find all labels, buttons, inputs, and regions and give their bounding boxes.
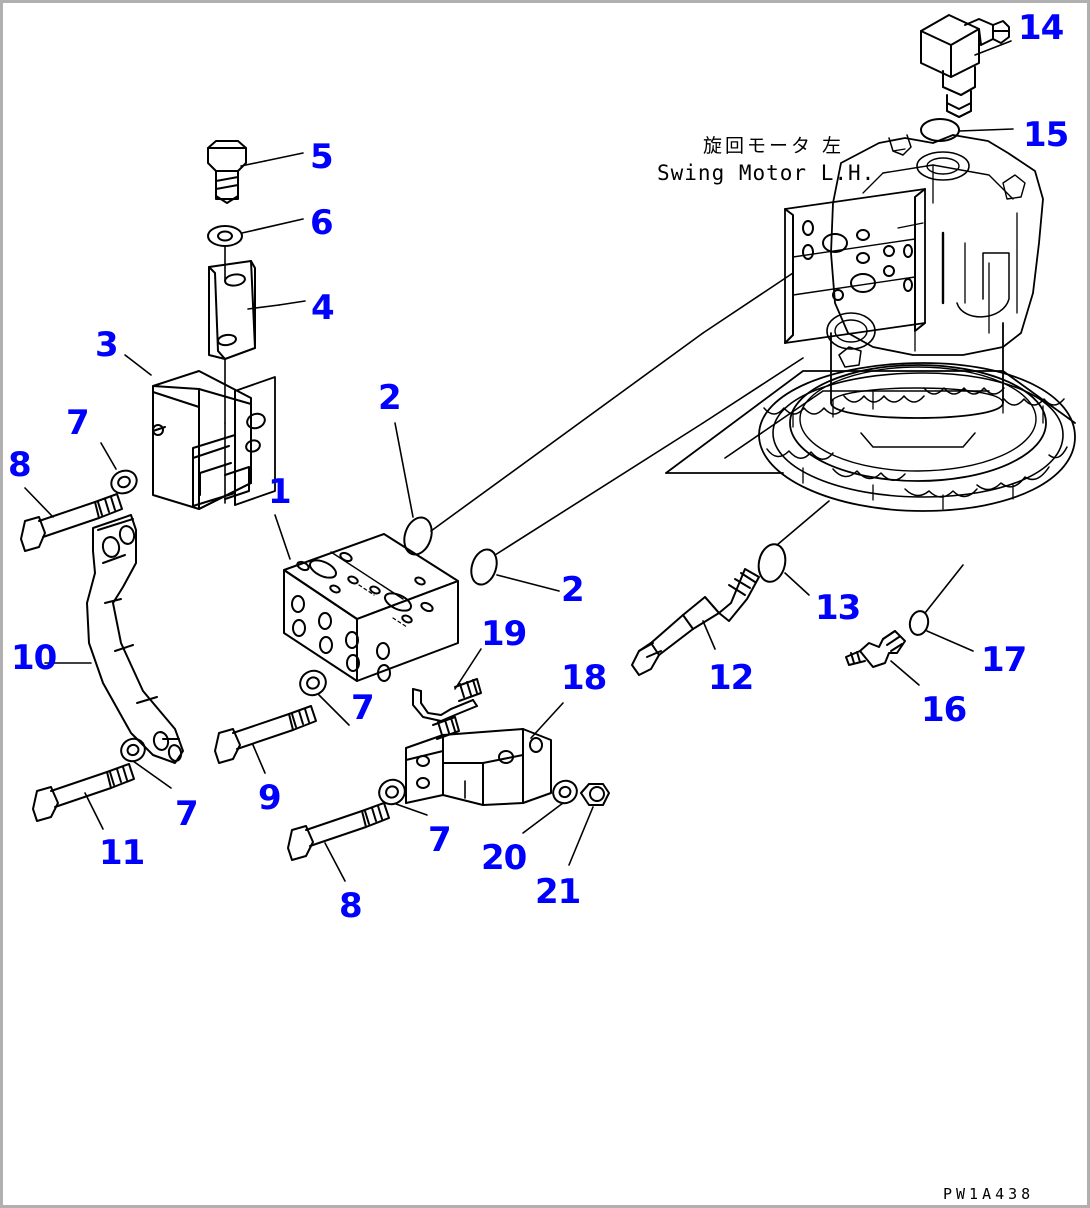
callout-8-bolt: 8	[8, 445, 32, 485]
leader-21	[568, 806, 594, 866]
callout-14-elbow-fitting: 14	[1018, 8, 1064, 48]
long-bracket-10	[86, 514, 184, 764]
leader-15	[958, 128, 1014, 132]
washer-7-b	[120, 737, 146, 763]
callout-11-bolt: 11	[99, 833, 145, 873]
callout-12-connector-nipple: 12	[708, 658, 754, 698]
callout-17-o-ring: 17	[981, 640, 1027, 680]
swing-motor-assembly	[665, 134, 1076, 512]
bolt-5	[207, 140, 247, 204]
callout-5-bolt-top: 5	[310, 137, 334, 177]
leader-13-b	[776, 500, 830, 546]
callout-9-bolt: 9	[258, 778, 282, 818]
caption-japanese: 旋回モータ 左	[703, 135, 845, 157]
o-ring-2-upper	[403, 516, 433, 556]
callout-18-l-bracket: 18	[561, 658, 607, 698]
leader-7-d	[395, 803, 428, 816]
leader-7-b	[132, 760, 172, 789]
callout-19-u-clamp: 19	[481, 614, 527, 654]
washer-20	[552, 779, 578, 805]
callout-20-washer: 20	[481, 838, 527, 878]
l-bracket-18	[405, 728, 552, 806]
leader-20	[522, 802, 564, 834]
leader-8-a	[24, 487, 54, 518]
leader-9	[252, 744, 266, 774]
leader-16	[890, 660, 920, 686]
leader-17	[926, 630, 974, 652]
bolt-11	[32, 763, 135, 822]
leader-3	[124, 354, 152, 376]
callout-7-washer: 7	[351, 688, 375, 728]
connector-line-lower-2	[702, 357, 804, 424]
callout-3-bracket-housing: 3	[95, 325, 119, 365]
washer-7-a	[110, 469, 138, 495]
callout-2-o-ring-lower: 2	[561, 570, 585, 610]
connector-nipple-12	[631, 568, 760, 676]
callout-6-washer-top: 6	[310, 203, 334, 243]
bracket-housing-3	[152, 370, 276, 510]
callout-1-valve-block: 1	[268, 472, 292, 512]
leader-4	[278, 300, 306, 306]
o-ring-15	[920, 118, 960, 142]
leader-12	[702, 620, 716, 650]
small-fitting-16	[845, 630, 906, 668]
leader-2-lower	[496, 574, 560, 592]
callout-7-washer: 7	[175, 794, 199, 834]
callout-2-o-ring-upper: 2	[378, 378, 402, 418]
leader-4-a	[247, 304, 280, 310]
callout-16-small-fitting: 16	[921, 690, 967, 730]
bolt-8-a	[20, 493, 123, 552]
connector-line-upper-2	[702, 272, 794, 334]
caption-english: Swing Motor L.H.	[657, 161, 876, 185]
washer-7-c	[299, 669, 327, 697]
leader-8-b	[324, 842, 346, 882]
leader-5	[264, 152, 304, 162]
leader-5-a	[240, 160, 266, 167]
callout-15-o-ring: 15	[1023, 115, 1069, 155]
u-clamp-19	[412, 678, 482, 740]
connector-line-upper	[430, 332, 704, 532]
leader-7-c	[318, 694, 350, 726]
elbow-fitting-14	[920, 14, 1010, 118]
o-ring-13	[757, 543, 787, 583]
callout-7-washer: 7	[66, 403, 90, 443]
nut-21	[580, 783, 610, 806]
leader-14	[974, 40, 1012, 56]
leader-17-b	[924, 564, 964, 614]
port-plate	[784, 188, 926, 344]
bolt-9	[214, 705, 317, 764]
leader-11	[84, 792, 104, 830]
leader-19	[454, 648, 482, 690]
o-ring-17	[908, 610, 930, 636]
leader-13	[784, 572, 810, 596]
callout-4-mount-plate: 4	[311, 288, 335, 328]
diagram-canvas	[20, 14, 1076, 882]
washer-6	[207, 225, 243, 247]
callout-10-long-bracket: 10	[11, 638, 57, 678]
callout-8-bolt: 8	[339, 886, 363, 926]
leader-6	[241, 218, 304, 234]
leader-7-a	[100, 442, 117, 470]
bolt-8-b	[287, 802, 390, 861]
connector-line-lower	[494, 422, 704, 556]
o-ring-2-lower	[470, 548, 498, 586]
leader-1	[274, 514, 291, 560]
washer-7-d	[378, 778, 406, 806]
callout-21-nut: 21	[535, 872, 581, 912]
mount-plate-4	[208, 260, 256, 360]
valve-block-1	[283, 533, 459, 682]
callout-7-washer: 7	[428, 820, 452, 860]
leader-18	[530, 702, 564, 739]
callout-13-o-ring: 13	[815, 588, 861, 628]
leader-2-upper	[394, 422, 414, 518]
drawing-number: PW1A438	[943, 1185, 1035, 1203]
